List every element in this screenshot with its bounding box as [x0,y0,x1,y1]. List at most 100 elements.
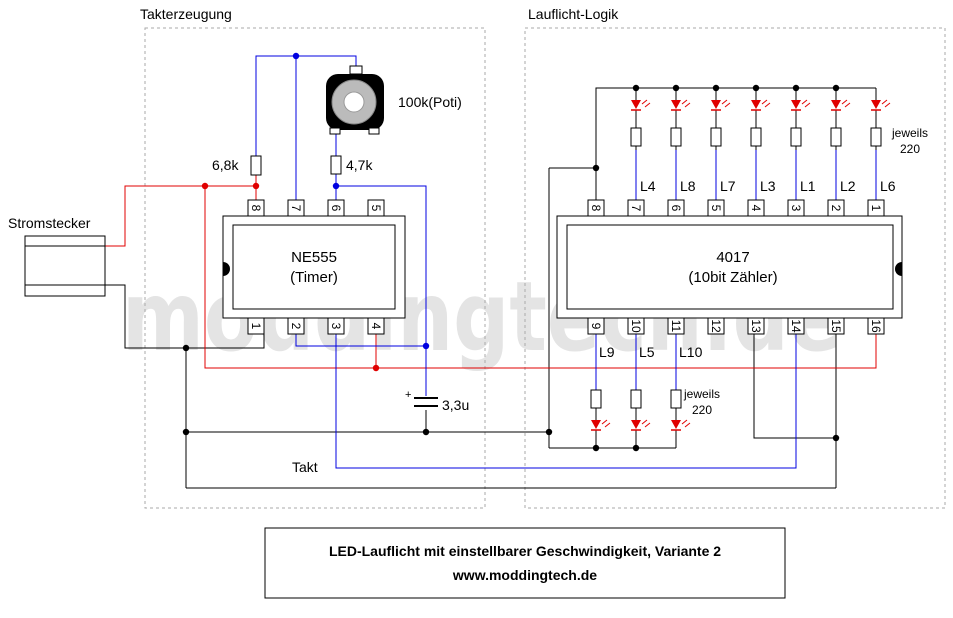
each-top-line1: jeweils [891,126,928,140]
cd4017-pin-box [827,199,845,217]
cd4017-pin-number: 16 [869,319,883,333]
led-label-top-1: L4 [640,178,656,194]
ne555-pin-box [287,317,305,335]
cd4017-pin-box [587,199,605,217]
led-rays [641,419,651,428]
ne555-pin-number: 1 [249,323,263,330]
cd4017-pin-box [707,317,725,335]
ic-4017 [556,215,903,319]
cd4017-pin-box [627,199,645,217]
cd4017-pin-number: 2 [829,205,843,212]
ne555-pin-number: 7 [289,205,303,212]
ne555-pin-box [367,317,385,335]
r2-label: 4,7k [346,157,373,173]
led-rays [801,99,811,108]
led-label-top-6: L2 [840,178,856,194]
led-body [711,100,721,109]
led-body [631,420,641,429]
led-body [671,420,681,429]
led-resistor [630,127,642,147]
wires-blue [255,55,877,469]
led-resistor [870,127,882,147]
cd4017-pin-number: 4 [749,205,763,212]
ne555-pin-box [287,199,305,217]
cd4017-pin-number: 5 [709,205,723,212]
led-label-top-5: L1 [800,178,816,194]
cd4017-pin-number: 12 [709,319,723,333]
ne555-pin-number: 2 [289,323,303,330]
led-label-top-2: L8 [680,178,696,194]
cd4017-pin-number: 13 [749,319,763,333]
led-label-top-7: L6 [880,178,896,194]
led-body [791,100,801,109]
led-body [591,420,601,429]
cd4017-pin-box [667,199,685,217]
cd4017-sub: (10bit Zähler) [688,269,777,286]
takt-label: Takt [292,459,318,475]
cd4017-pin-number: 8 [589,205,603,212]
led-resistor [590,389,602,409]
cd4017-pin-box [707,199,725,217]
ne555-pin-box [367,199,385,217]
led-label-bottom-1: L9 [599,344,615,360]
each-top-line2: 220 [900,142,920,156]
cd4017-pin-box [867,317,885,335]
wires-black [105,87,877,489]
led-resistor [830,127,842,147]
led-body [631,100,641,109]
section-title-clock: Takterzeugung [140,6,232,22]
capacitor [414,397,438,407]
led-body [831,100,841,109]
led-label-bottom-3: L10 [679,344,703,360]
cd4017-pin-box [667,317,685,335]
led-resistor [710,127,722,147]
led-resistor [750,127,762,147]
cap-plus: + [405,389,411,401]
ne555-sub: (Timer) [290,269,338,286]
potentiometer [326,65,384,135]
led-label-bottom-2: L5 [639,344,655,360]
ne555-pin-box [327,317,345,335]
cd4017-pin-box [867,199,885,217]
power-label: Stromstecker [8,215,91,231]
cd4017-name: 4017 [716,249,749,266]
led-rays [841,99,851,108]
cd4017-pin-number: 14 [789,319,803,333]
poti-label: 100k(Poti) [398,94,462,110]
leds-top [630,99,891,147]
section-title-logic: Lauflicht-Logik [528,6,619,22]
ne555-pins-top: 8 7 6 5 [247,199,385,217]
caption-box [264,527,786,599]
ne555-pin-number: 3 [329,323,343,330]
led-body [751,100,761,109]
r1-label: 6,8k [212,157,239,173]
cd4017-pin-box [747,199,765,217]
led-rays [601,419,611,428]
cd4017-pin-number: 7 [629,205,643,212]
cd4017-pin-number: 9 [589,323,603,330]
cd4017-pin-box [747,317,765,335]
cd4017-pin-number: 11 [669,320,683,333]
each-bottom-line1: jeweils [683,387,720,401]
led-rays [761,99,771,108]
led-rays [881,99,891,108]
led-label-top-3: L7 [720,178,736,194]
cd4017-pin-box [627,317,645,335]
ne555-pin-number: 8 [249,205,263,212]
section-box-clock [144,27,486,509]
ne555-pin-number: 5 [369,205,383,212]
cd4017-pin-box [787,199,805,217]
cd4017-pin-number: 15 [829,319,843,333]
cap-label: 3,3u [442,397,469,413]
junctions [182,52,840,452]
cd4017-pin-number: 6 [669,205,683,212]
cd4017-pin-box [787,317,805,335]
ne555-pin-number: 6 [329,205,343,212]
ne555-pin-box [247,199,265,217]
section-box-logic [524,27,946,509]
ne555-name: NE555 [291,249,337,266]
ne555-pin-box [327,199,345,217]
